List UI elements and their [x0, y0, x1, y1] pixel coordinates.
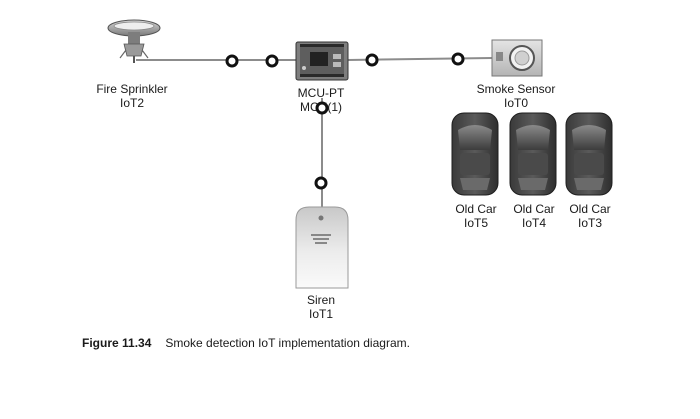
figure-caption: Figure 11.34 Smoke detection IoT implemen… [82, 336, 410, 350]
old-car-node-iot5[interactable]: Old Car IoT5 [451, 112, 499, 230]
smoke-sensor-icon [491, 39, 543, 77]
connector-ring [314, 176, 328, 190]
car-icon [565, 112, 613, 196]
mcu-board-icon [295, 41, 349, 81]
old-car-device: IoT4 [522, 216, 546, 230]
old-car-device: IoT3 [578, 216, 602, 230]
smoke-sensor-name: Smoke Sensor [477, 82, 556, 96]
siren-name: Siren [307, 293, 335, 307]
connector-ring [315, 101, 329, 115]
fire-sprinkler-icon [107, 19, 161, 63]
car-icon [451, 112, 499, 196]
connector-ring [225, 54, 239, 68]
smoke-sensor-device: IoT0 [504, 96, 528, 110]
siren-icon [295, 206, 349, 289]
fire-sprinkler-node[interactable]: Fire Sprinkler IoT2 [96, 19, 168, 110]
connector-ring [451, 52, 465, 66]
siren-node[interactable]: Siren IoT1 [295, 206, 349, 321]
fire-sprinkler-device: IoT2 [120, 96, 144, 110]
siren-device: IoT1 [309, 307, 333, 321]
iot-diagram: Fire Sprinkler IoT2 MCU-PT MCU(1) [96, 19, 613, 321]
connector-ring [265, 54, 279, 68]
figure-caption-text: Smoke detection IoT implementation diagr… [165, 336, 410, 350]
old-car-name: Old Car [455, 202, 496, 216]
old-car-node-iot4[interactable]: Old Car IoT4 [509, 112, 557, 230]
old-car-device: IoT5 [464, 216, 488, 230]
mcu-node[interactable]: MCU-PT MCU(1) [295, 41, 349, 115]
figure-number: Figure 11.34 [82, 336, 152, 350]
old-car-node-iot3[interactable]: Old Car IoT3 [565, 112, 613, 230]
smoke-sensor-node[interactable]: Smoke Sensor IoT0 [477, 39, 556, 110]
mcu-name: MCU-PT [298, 86, 345, 100]
connector-ring [365, 53, 379, 67]
fire-sprinkler-name: Fire Sprinkler [96, 82, 167, 96]
car-icon [509, 112, 557, 196]
old-car-name: Old Car [569, 202, 610, 216]
old-car-name: Old Car [513, 202, 554, 216]
connector-rings [225, 52, 465, 190]
